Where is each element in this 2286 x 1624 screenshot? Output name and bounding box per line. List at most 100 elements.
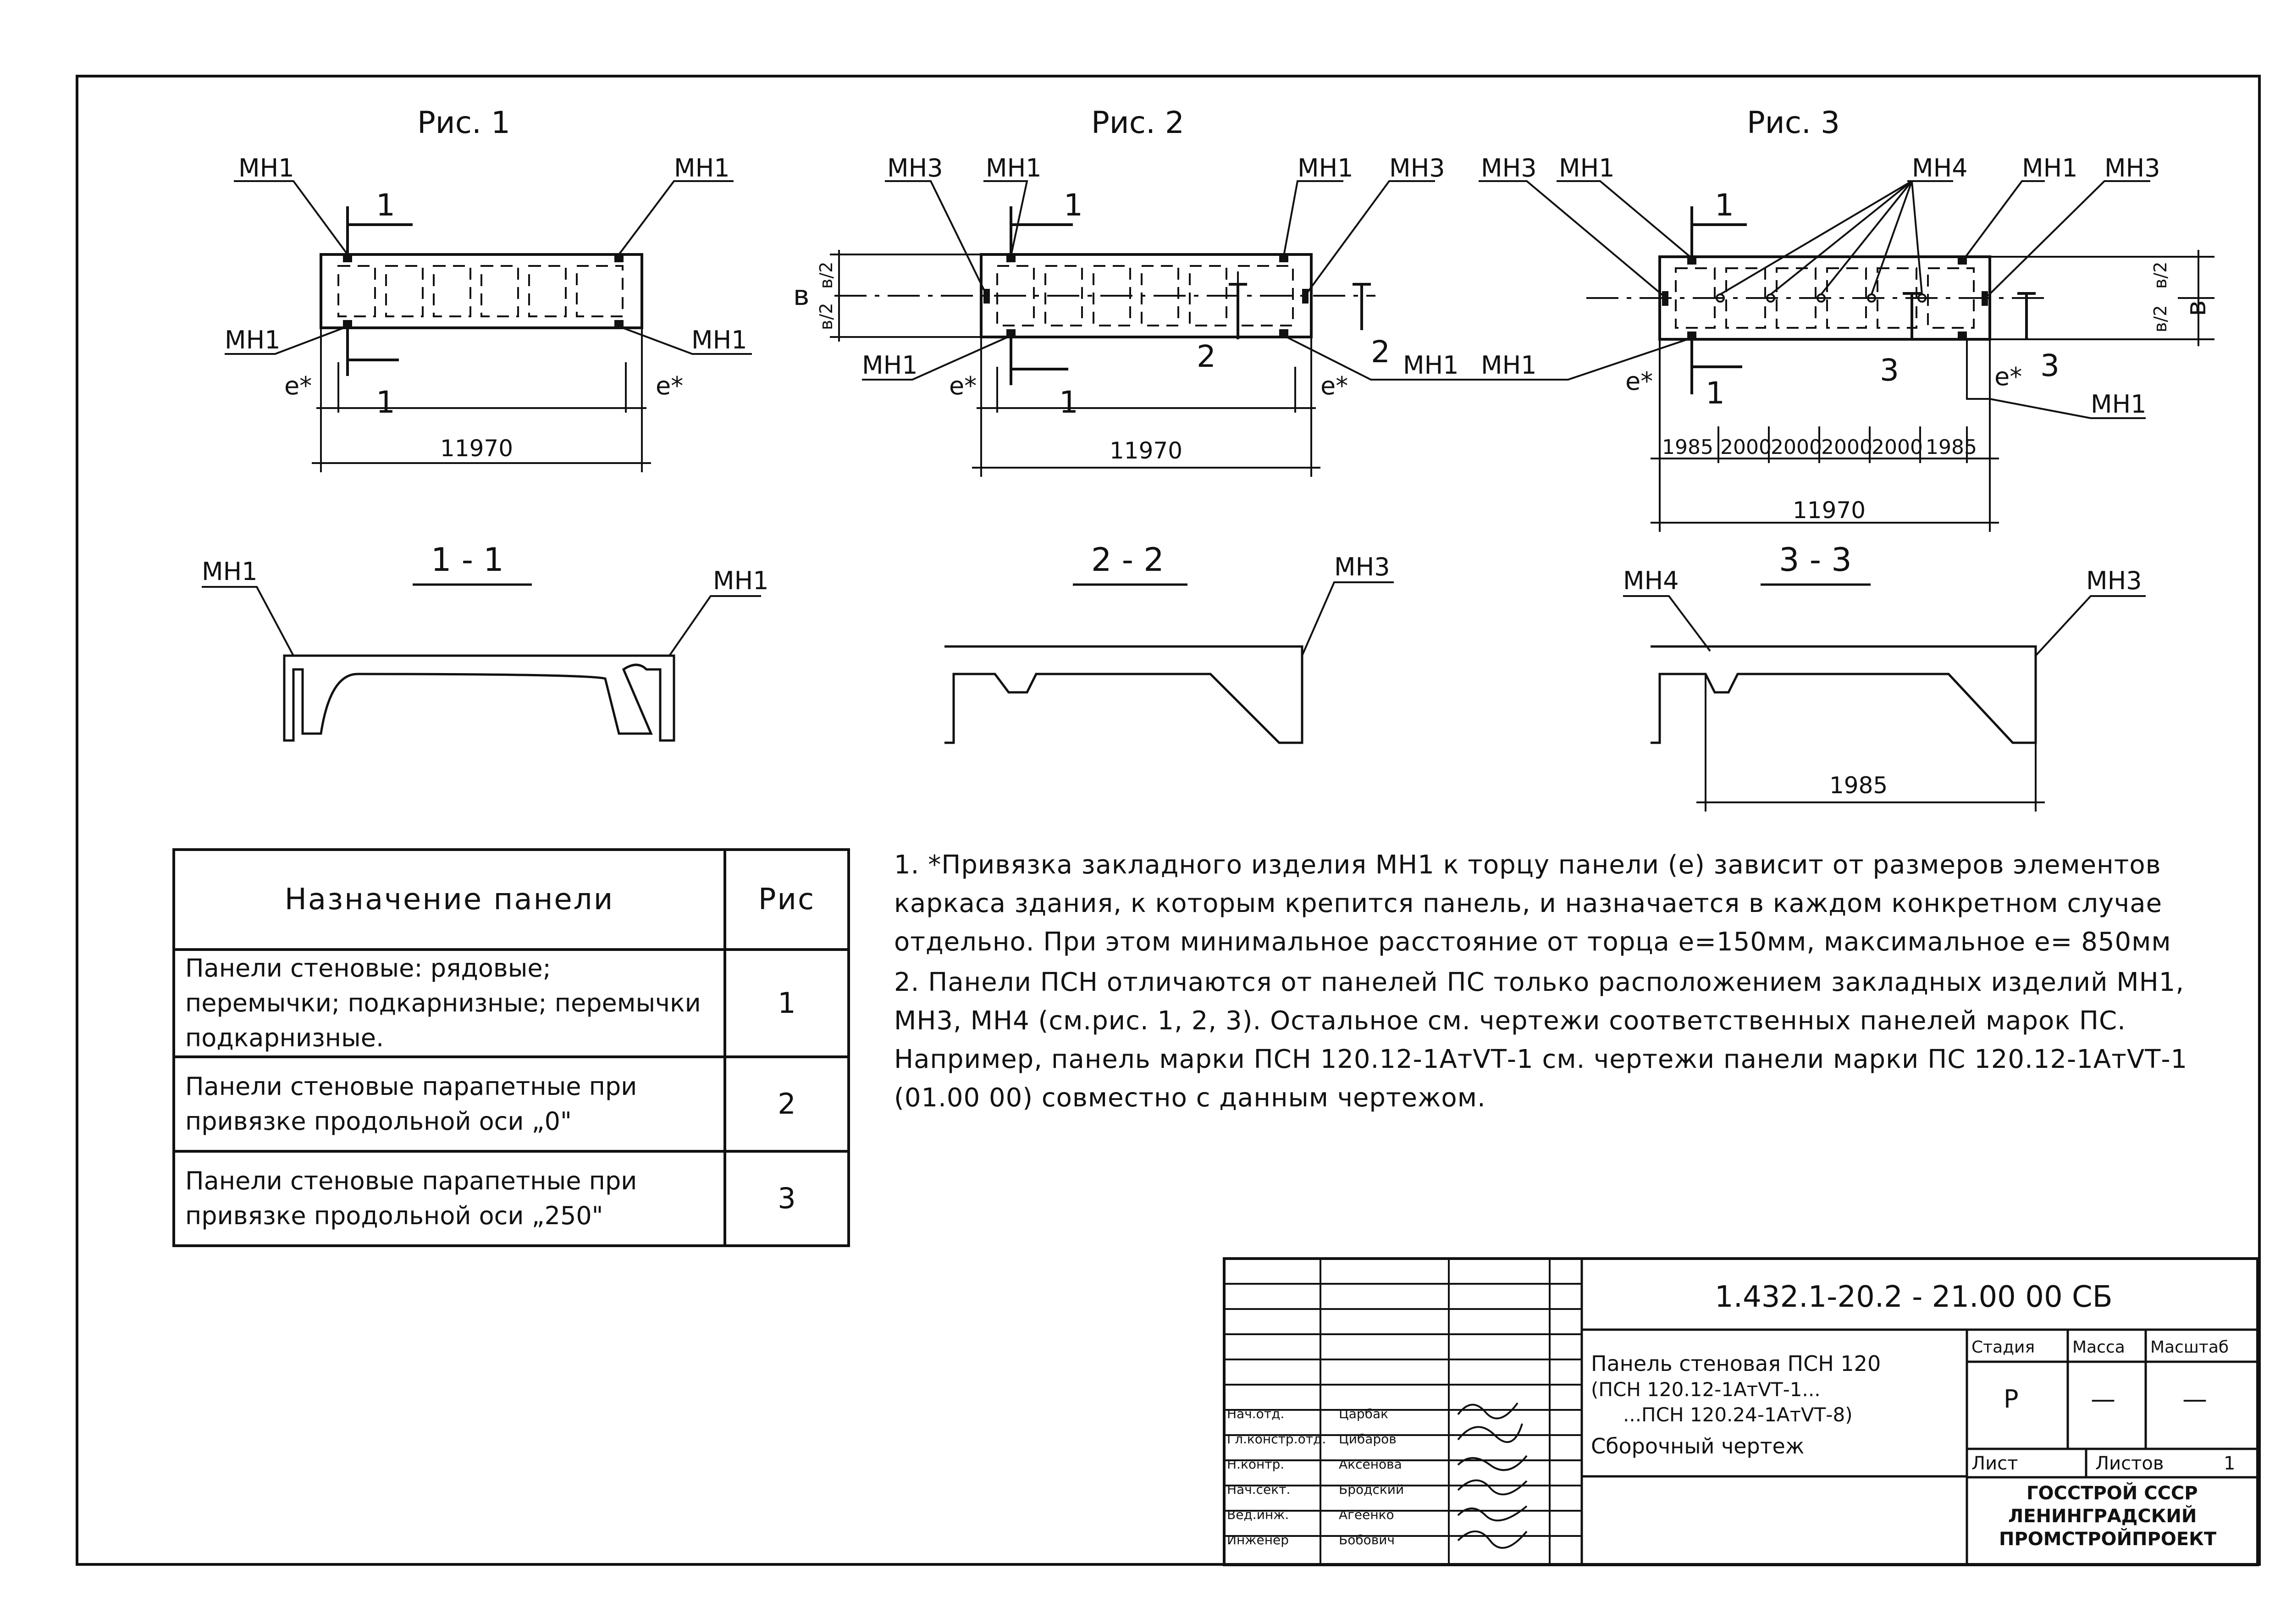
fig1-ecc-left: е* [284,371,312,400]
fig3-mark-mid: МН4 [1912,154,1968,182]
table-row: Панели стеновые парапетные при привязке … [172,1055,850,1153]
stamp-code: 1.432.1-20.2 - 21.00 00 СБ [1715,1280,2113,1314]
fig2-title: Рис. 2 [1091,105,1184,140]
signer-name: Бобович [1339,1532,1395,1547]
fig2-ecc-right: е* [1320,371,1348,400]
fig3-cut1-bottom: 1 [1706,376,1725,411]
fig2-mark-br: МН1 [1403,351,1459,380]
s33-profile [1651,645,2037,744]
stamp-title-2: (ПСН 120.12-1АтVТ-1... [1591,1378,1821,1401]
s33-dim: 1985 [1829,772,1888,799]
fig2-cut2-left: 2 [1197,339,1216,374]
fig3-span-2: 2000 [1720,436,1772,459]
fig3-span-6: 1985 [1926,436,1977,459]
fig1-cut-bottom: 1 [376,385,395,420]
signer-name: Царбак [1339,1406,1388,1421]
fig2-mark-tl1: МН3 [887,154,943,182]
fig2-ecc-left: е* [949,371,977,400]
s11-profile [283,654,675,742]
fig3-mark-tl1: МН3 [1481,154,1537,182]
section-3-3: 3 - 3 МН4 МН3 1985 [1623,541,2146,812]
fig2-dim-half-top: в/2 [816,262,836,289]
fig2-mark-tr2: МН3 [1389,154,1445,182]
s33-mark-l: МН4 [1623,566,1679,595]
s33-mark-r: МН3 [2086,566,2142,595]
fig3-cut3-right: 3 [2040,348,2060,383]
fig3-title: Рис. 3 [1747,105,1840,140]
stamp-sheets-label: Листов [2095,1453,2164,1474]
fig-header: Рис [723,848,850,951]
signer-role: Нач.отд. [1227,1406,1284,1421]
stamp-stage-label: Стадия [1971,1338,2035,1357]
fig3-span-3: 2000 [1771,436,1822,459]
s11-title: 1 - 1 [431,541,504,579]
stamp-scale: — [2182,1385,2207,1414]
fig1-mark-tr: МН1 [674,154,730,182]
s11-mark-r: МН1 [713,566,769,595]
s11-mark-l: МН1 [202,557,258,586]
fig2-mark-tr1: МН1 [1298,154,1353,182]
fig1-ecc-right: е* [656,371,683,400]
signer-role: Гл.констр.отд. [1227,1431,1326,1447]
stamp-sheet-label: Лист [1971,1453,2018,1474]
fig2-dim-b: в [793,280,809,312]
fig3-ecc-left: е* [1625,367,1653,396]
purpose-cell: Панели стеновые парапетные при привязке … [172,1055,726,1153]
stamp-mass-label: Масса [2072,1338,2125,1357]
s22-mark-r: МН3 [1334,552,1390,581]
stamp-title-1: Панель стеновая ПСН 120 [1591,1351,1881,1376]
fig2-mark-tl2: МН1 [986,154,1042,182]
stamp-title-3: ...ПСН 120.24-1АтVТ-8) [1623,1403,1853,1426]
fig2-cut1-bottom: 1 [1059,385,1078,420]
fig1-mark-tl: МН1 [238,154,294,182]
signer-name: Агеенко [1339,1507,1394,1522]
sheet-frame [76,75,2261,1566]
fig3-mark-tl2: МН1 [1559,154,1615,182]
fig3-dim-half-bottom: в/2 [2150,305,2170,332]
fig1-title: Рис. 1 [417,105,510,140]
figure-1: Рис. 1 МН1 МН1 МН1 МН1 1 1 е* е* 11970 [225,105,752,472]
signer-role: Нач.сект. [1227,1482,1290,1497]
title-block: 1.432.1-20.2 - 21.00 00 СБ Панель стенов… [1223,1257,2259,1566]
fig-cell: 3 [723,1150,850,1247]
notes: 1. *Привязка закладного изделия МН1 к то… [894,846,2224,1119]
purpose-header: Назначение панели [172,848,726,951]
fig-cell: 1 [723,948,850,1058]
stamp-org-3: ПРОМСТРОЙПРОЕКТ [1999,1528,2217,1550]
fig3-ecc-right: е* [1994,362,2022,391]
fig2-cut2-right: 2 [1371,334,1390,370]
signer-name: Аксенова [1339,1457,1402,1472]
signer-role: Вед.инж. [1227,1507,1289,1522]
stamp-sheets: 1 [2224,1453,2235,1474]
purpose-table: Назначение панели Рис Панели стеновые: р… [172,848,850,1247]
fig1-panel [320,253,643,329]
fig2-cut1-top: 1 [1064,188,1083,223]
stamp-drawing-type: Сборочный чертеж [1591,1434,1804,1458]
fig2-mark-bl: МН1 [862,351,918,380]
fig3-mark-br: МН1 [2091,390,2147,419]
section-1-1: 1 - 1 МН1 МН1 [202,541,769,742]
fig3-span-5: 2000 [1872,436,1923,459]
stamp-org-1: ГОССТРОЙ СССР [2026,1482,2198,1504]
stamp-org-2: ЛЕНИНГРАДСКИЙ [2008,1505,2197,1527]
fig2-length: 11970 [1110,437,1182,464]
signer-name: Цибаров [1339,1431,1397,1447]
fig3-mark-bl: МН1 [1481,351,1537,380]
s33-title: 3 - 3 [1779,541,1852,579]
note-2: 2. Панели ПСН отличаются от панелей ПС т… [894,967,2188,1113]
fig2-dim-half-bottom: в/2 [816,303,836,330]
purpose-cell: Панели стеновые парапетные при привязке … [172,1150,726,1247]
stamp-stage: Р [2004,1385,2019,1414]
stamp-scale-label: Масштаб [2150,1338,2229,1357]
fig3-cut1-top: 1 [1715,188,1734,223]
fig3-mark-tr2: МН3 [2104,154,2160,182]
fig3-mark-tr1: МН1 [2022,154,2078,182]
signer-role: Инженер [1227,1532,1289,1547]
fig1-mark-bl: МН1 [225,326,281,354]
fig3-length: 11970 [1793,497,1866,524]
signature [1457,1402,1528,1549]
fig3-span-1: 1985 [1662,436,1713,459]
s22-profile [944,645,1303,744]
figure-3: Рис. 3 МН3 МН1 МН4 МН1 МН3 МН1 МН1 в в/2… [1479,105,2214,532]
fig3-span-4: 2000 [1821,436,1872,459]
